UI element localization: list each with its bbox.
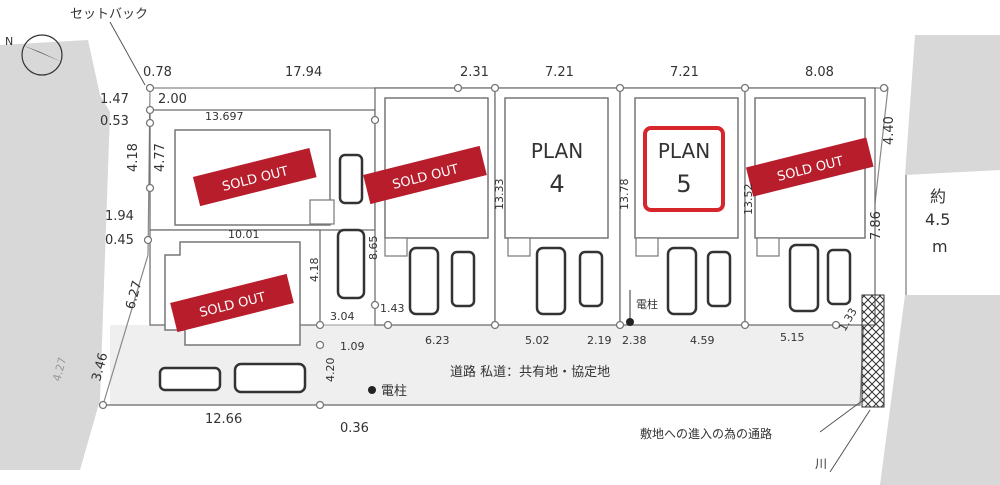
dim-b-143: 1.43	[380, 302, 405, 315]
dim-v-1333: 13.33	[493, 179, 506, 211]
dim-top-078: 0.78	[143, 65, 172, 80]
river-label: 川	[815, 457, 827, 471]
setback-label: セットバック	[70, 7, 148, 22]
dim-l-1001: 10.01	[228, 228, 260, 241]
car-road-a	[158, 366, 222, 392]
road-width-value: 4.5	[925, 210, 950, 229]
dim-b-304: 3.04	[330, 310, 355, 323]
dim-l-045: 0.45	[105, 233, 134, 248]
dim-top-721a: 7.21	[545, 65, 574, 80]
access-road-label: 敷地への進入の為の通路	[640, 426, 772, 441]
dim-l-627: 6.27	[123, 279, 145, 311]
right-strip-bottom	[880, 290, 1000, 485]
right-road	[906, 175, 1000, 295]
dim-l-200: 2.00	[158, 92, 187, 107]
car-lot3-a	[408, 246, 440, 316]
dim-top-231: 2.31	[460, 65, 489, 80]
car-lot1-a	[338, 153, 364, 205]
svg-text:N: N	[5, 35, 13, 48]
left-neighbor-land	[0, 40, 110, 470]
dim-l-418: 4.18	[126, 143, 141, 172]
plan4-number: 4	[549, 170, 564, 198]
dim-b-502: 5.02	[525, 334, 550, 347]
car-lot6-a	[788, 243, 820, 313]
access-passage	[861, 294, 885, 408]
dim-b-515: 5.15	[780, 331, 805, 344]
dim-v-865: 8.65	[367, 236, 380, 261]
dim-b-420: 4.20	[324, 358, 337, 383]
car-lot5-b	[706, 250, 732, 308]
dim-b-1266: 12.66	[205, 412, 242, 427]
utility-pole-dot-1	[626, 318, 634, 326]
car-lot4-a	[535, 246, 567, 316]
dim-b-109: 1.09	[340, 340, 365, 353]
dim-b-623: 6.23	[425, 334, 450, 347]
dim-v-418b: 4.18	[308, 258, 321, 283]
dim-v-1352: 13.52	[742, 184, 755, 216]
lot-5-house	[634, 97, 739, 239]
car-lot3-b	[450, 250, 476, 308]
dim-l-13697: 13.697	[205, 110, 244, 123]
dim-b-238: 2.38	[622, 334, 647, 347]
car-lot4-b	[578, 250, 604, 308]
dim-top-808: 8.08	[805, 65, 834, 80]
dim-l-053: 0.53	[100, 114, 129, 129]
survey-points	[98, 83, 889, 410]
plan5-number: 5	[676, 170, 691, 198]
dim-b-036: 0.36	[340, 421, 369, 436]
car-lot5-a	[666, 246, 698, 316]
lot-4-house	[504, 97, 609, 239]
right-strip-top	[905, 35, 1000, 175]
plan5-title: PLAN	[658, 139, 710, 163]
car-lot6-b	[826, 248, 852, 306]
dim-top-721b: 7.21	[670, 65, 699, 80]
road-width-unit: m	[932, 237, 948, 256]
dim-r-786: 7.86	[869, 211, 884, 240]
utility-pole-label-1: 電柱	[636, 297, 658, 311]
road-note: 道路 私道：共有地・協定地	[450, 364, 610, 380]
dim-top-1794: 17.94	[285, 65, 322, 80]
utility-pole-label-2: 電柱	[381, 384, 407, 399]
dim-l-194: 1.94	[105, 209, 134, 224]
utility-pole-dot-2	[368, 386, 376, 394]
car-road-b	[233, 362, 307, 394]
plan4-title: PLAN	[531, 139, 583, 163]
dim-l-346: 3.46	[89, 351, 111, 383]
plan5-highlight	[643, 126, 725, 212]
road-width-prefix: 約	[930, 187, 946, 206]
dim-l-427: 4.27	[50, 356, 69, 383]
car-lot2-a	[336, 228, 366, 300]
dim-b-459: 4.59	[690, 334, 715, 347]
dim-b-219: 2.19	[587, 334, 612, 347]
dim-r-440: 4.40	[882, 116, 897, 145]
compass-icon: N	[5, 34, 63, 76]
dim-v-1378: 13.78	[618, 179, 631, 211]
dim-l-147: 1.47	[100, 92, 129, 107]
dim-l-477: 4.77	[153, 143, 168, 172]
